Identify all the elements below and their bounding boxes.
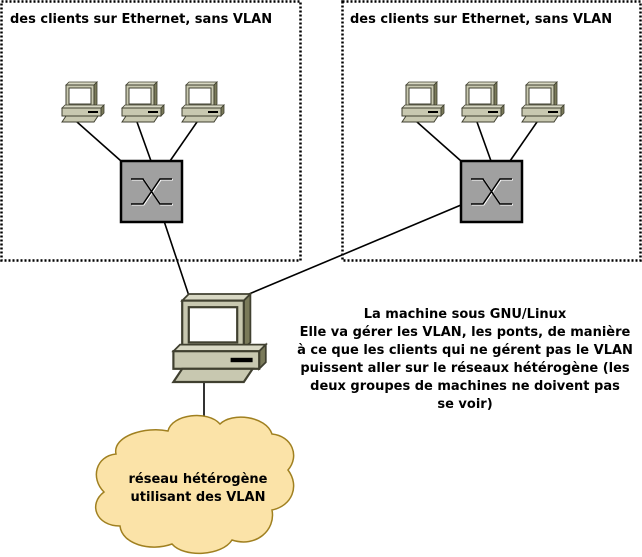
cloud-label-line: utilisant des VLAN	[130, 490, 265, 505]
linux-machine-description: La machine sous GNU/Linux Elle va gérer …	[297, 307, 633, 412]
description-line: La machine sous GNU/Linux	[364, 307, 567, 322]
link-right-client3-switch	[509, 121, 538, 162]
linux-machine-pc-icon	[172, 292, 267, 384]
link-left-switch-linux	[163, 220, 190, 297]
link-left-client2-switch	[136, 121, 152, 162]
description-line: puissent aller sur le réseaux hétérogène…	[300, 361, 630, 376]
group-title-left: des clients sur Ethernet, sans VLAN	[10, 12, 272, 27]
description-line: deux groupes de machines ne doivent pas	[310, 379, 620, 394]
vlan-network-cloud-icon	[94, 414, 295, 555]
description-line: Elle va gérer les VLAN, les ponts, de ma…	[300, 325, 631, 340]
switch-icon-right	[459, 159, 524, 224]
link-right-switch-linux	[248, 204, 462, 295]
client-pc-icon	[61, 81, 105, 123]
cloud-label-line: réseau hétérogène	[129, 472, 268, 487]
link-left-client3-switch	[169, 121, 198, 162]
link-right-client1-switch	[416, 121, 462, 162]
client-pc-icon	[401, 81, 445, 123]
description-line: se voir)	[437, 397, 492, 412]
group-title-right: des clients sur Ethernet, sans VLAN	[350, 12, 612, 27]
switch-icon-left	[119, 159, 184, 224]
client-pc-icon	[121, 81, 165, 123]
client-pc-icon	[181, 81, 225, 123]
client-group-box-left	[0, 0, 302, 262]
client-pc-icon	[461, 81, 505, 123]
client-pc-icon	[521, 81, 565, 123]
link-left-client1-switch	[76, 121, 122, 162]
link-right-client2-switch	[476, 121, 492, 162]
client-group-box-right	[341, 0, 642, 262]
description-line: à ce que les clients qui ne gérent pas l…	[297, 343, 633, 358]
